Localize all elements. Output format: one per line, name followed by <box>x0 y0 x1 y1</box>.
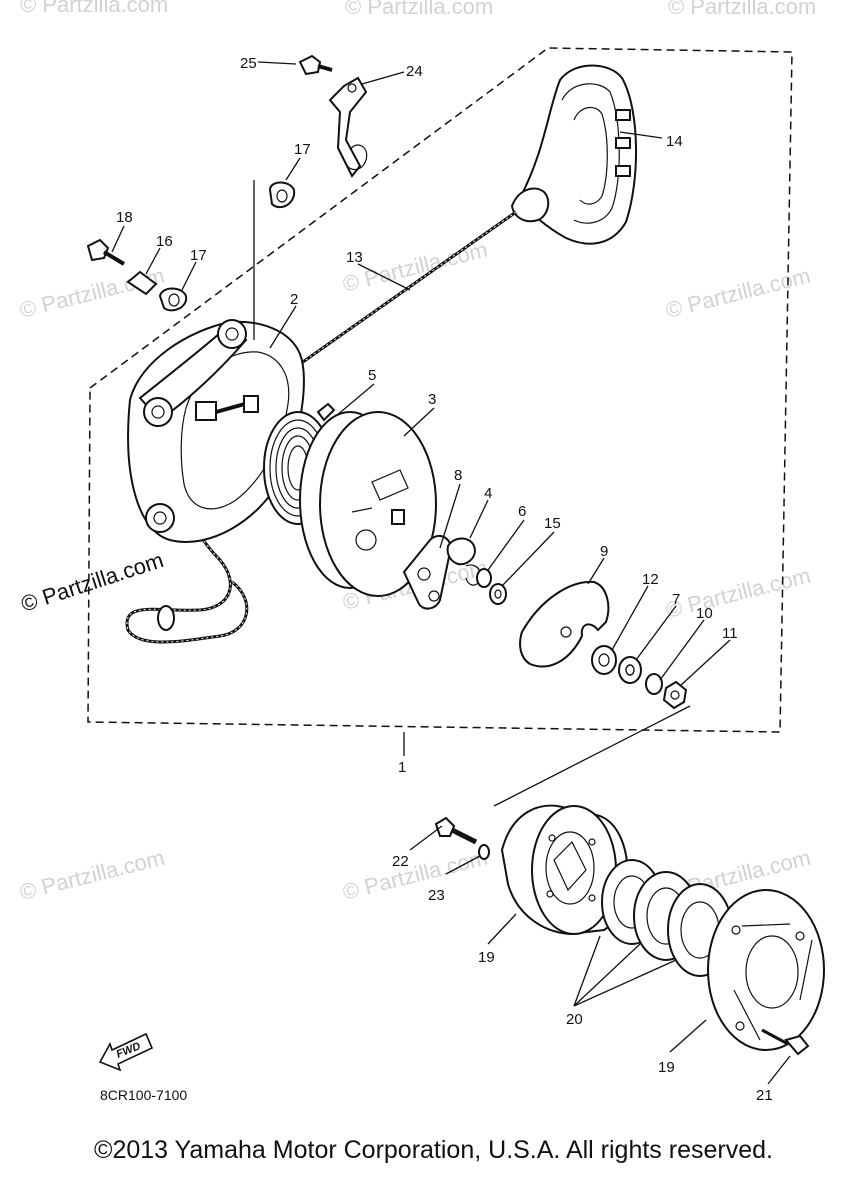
callout-1: 1 <box>398 759 406 776</box>
assembly-boundary <box>87 47 793 733</box>
callout-26: 25 <box>240 55 257 72</box>
callout-19: 19 <box>658 1059 675 1076</box>
pawl-assembly <box>402 534 507 610</box>
watermark: © Partzilla.com <box>17 845 167 905</box>
callout-3: 3 <box>428 391 436 408</box>
callout-10: 10 <box>696 605 713 622</box>
copyright-notice: ©2013 Yamaha Motor Corporation, U.S.A. A… <box>94 1136 773 1164</box>
parts-diagram: © Partzilla.com © Partzilla.com © Partzi… <box>17 0 825 1104</box>
callout-9: 9 <box>600 543 608 560</box>
callout-7: 7 <box>672 591 680 608</box>
callout-12: 12 <box>642 571 659 588</box>
callout-8: 8 <box>454 467 462 484</box>
watermark: © Partzilla.com <box>663 263 813 323</box>
watermark: © Partzilla.com <box>345 0 493 19</box>
callout-16: 16 <box>156 233 173 250</box>
flange-plate <box>707 889 825 1056</box>
callout-25: 24 <box>406 63 423 80</box>
callout-17-lower: 17 <box>190 247 207 264</box>
callout-15: 15 <box>544 515 561 532</box>
watermark-dark: © Partzilla.com <box>18 547 167 617</box>
shims <box>601 859 733 977</box>
watermark: © Partzilla.com <box>663 563 813 623</box>
callout-18: 18 <box>116 209 133 226</box>
callout-labels: 25 24 14 17 18 16 17 13 2 5 3 8 4 6 15 9… <box>116 55 773 1104</box>
callout-5: 5 <box>368 367 376 384</box>
pulley-bolt <box>434 816 490 860</box>
leader-lines <box>111 61 791 1085</box>
watermark: © Partzilla.com <box>668 0 816 19</box>
watermark: © Partzilla.com <box>340 845 490 905</box>
starter-rope <box>125 210 517 644</box>
callout-13: 13 <box>346 249 363 266</box>
fwd-arrow-icon: FWD <box>98 1032 154 1072</box>
washers-and-nut <box>591 645 688 710</box>
callout-17-upper: 17 <box>294 141 311 158</box>
sheave-drum <box>299 411 437 597</box>
callout-6: 6 <box>518 503 526 520</box>
callout-11: 11 <box>722 625 738 642</box>
guide-plate <box>519 580 610 668</box>
callout-21: 20 <box>566 1011 583 1028</box>
starter-handle <box>510 64 638 245</box>
callout-4: 4 <box>484 485 492 502</box>
callout-2: 2 <box>290 291 298 308</box>
callout-24: 23 <box>428 887 445 904</box>
watermark: © Partzilla.com <box>20 0 168 17</box>
callout-22: 21 <box>756 1087 773 1104</box>
upper-hardware <box>86 54 368 312</box>
callout-14: 14 <box>666 133 683 150</box>
callout-20: 19 <box>478 949 495 966</box>
diagram-code: 8CR100-7100 <box>100 1087 187 1103</box>
callout-23: 22 <box>392 853 409 870</box>
starter-case <box>127 319 305 543</box>
